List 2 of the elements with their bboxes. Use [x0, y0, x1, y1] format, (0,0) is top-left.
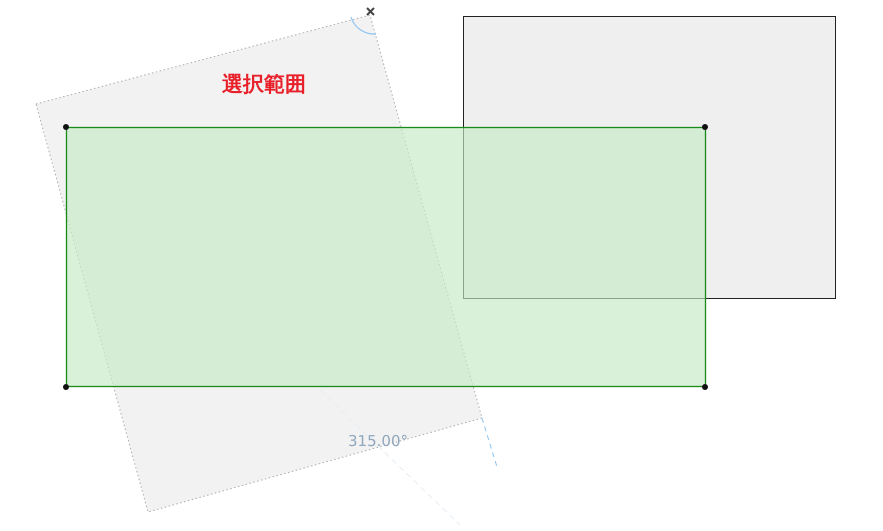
- selection-label: 選択範囲: [222, 71, 306, 98]
- angle-label: 315.00°: [348, 432, 408, 450]
